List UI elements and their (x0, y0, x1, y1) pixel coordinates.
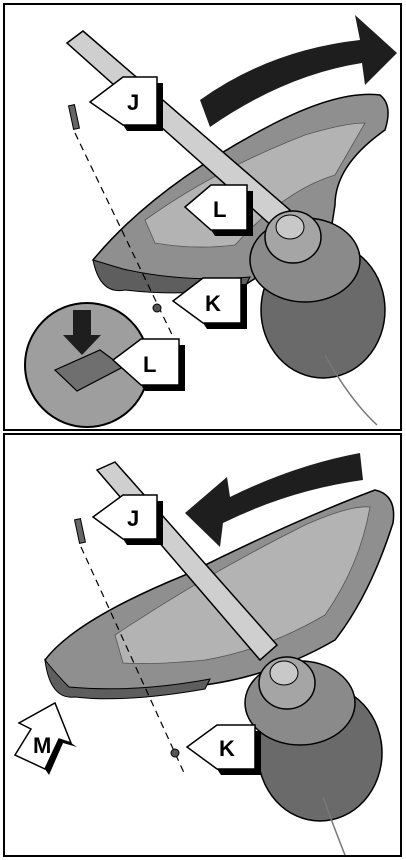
callout-l-detail-label: L (143, 352, 156, 377)
trimmer-line (322, 796, 346, 855)
callout-j-label: J (127, 506, 139, 531)
rotation-arrow-clockwise (200, 15, 397, 127)
motor-cap-top (275, 214, 305, 240)
nut-k (170, 748, 180, 758)
guard-inner-surface (114, 506, 371, 664)
rotation-arrow-counter-clockwise (185, 453, 363, 547)
callout-l-main: L (183, 184, 253, 236)
callout-j: J (91, 494, 163, 545)
callout-j: J (88, 76, 163, 131)
guard-rim (44, 658, 211, 700)
callout-k-label: K (219, 736, 235, 761)
callout-k-label: K (205, 291, 221, 316)
callout-j-label: J (127, 90, 139, 115)
panel-bottom-illustration: J K M (13, 453, 395, 855)
panel-attach-guard: J K M (3, 433, 402, 857)
callout-m: M (13, 701, 77, 775)
panel-remove-guard: J L K L (3, 3, 402, 431)
screw-j (73, 518, 87, 544)
callout-k: K (171, 277, 247, 329)
callout-l-main-label: L (213, 197, 226, 222)
motor-cap-top (269, 660, 299, 686)
callout-m-label: M (33, 733, 51, 758)
callout-l-detail: L (111, 338, 185, 391)
panel-top-illustration: J L K L (24, 15, 397, 428)
screw-j (67, 104, 81, 130)
callout-k: K (185, 724, 261, 775)
push-down-arrow (63, 310, 101, 355)
nut-k (152, 303, 162, 313)
trimmer-line (324, 354, 378, 426)
screw-guide-line (80, 546, 186, 776)
